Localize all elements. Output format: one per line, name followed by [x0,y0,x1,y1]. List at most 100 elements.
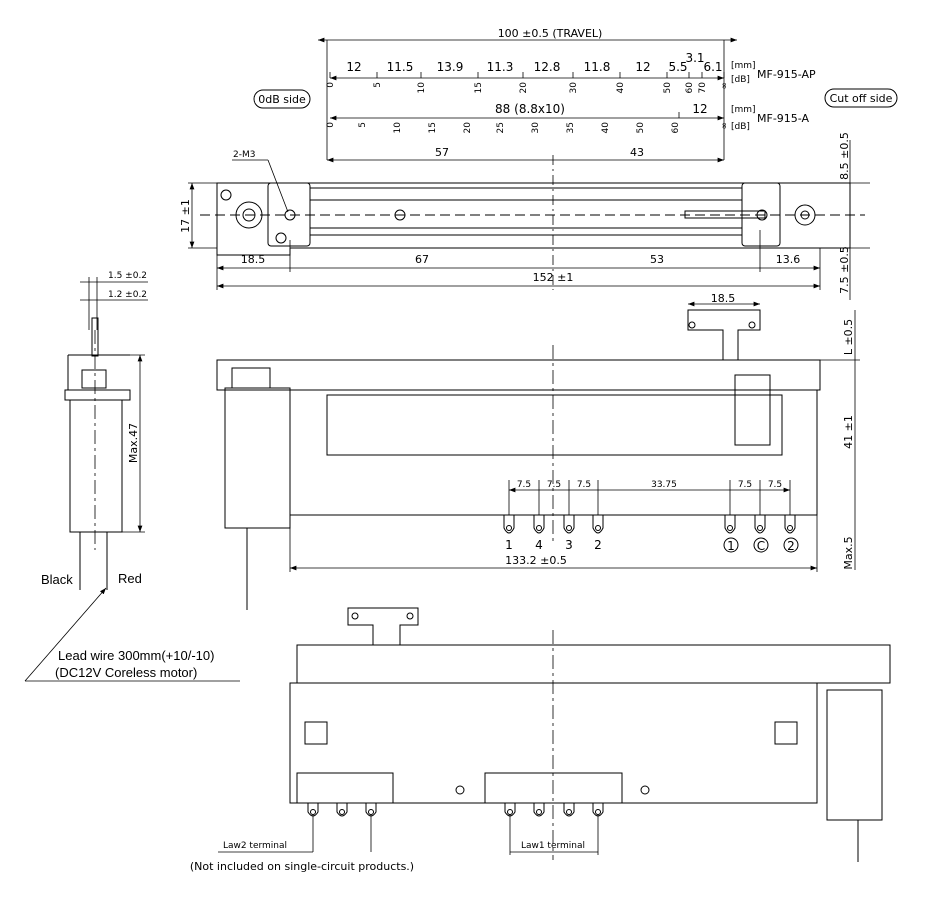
motor-label: (DC12V Coreless motor) [55,665,197,680]
max-47: Max.47 [127,423,140,463]
a-db-tick: 25 [496,122,506,133]
black-wire-label: Black [41,572,73,587]
ap-db-tick: 15 [474,82,484,93]
terminal-pin [563,515,575,534]
a-db-tick: 35 [566,122,576,133]
a-db-tick: 30 [531,122,541,134]
terminal-label: 2 [594,538,602,552]
pitch: 33.75 [651,480,677,490]
ap-db-tick: 40 [616,82,626,94]
terminal-label: 4 [535,538,543,552]
svg-text:0dB side: 0dB side [258,93,306,106]
circled-terminal: 1 [727,539,735,553]
height-41: 41 ±1 [842,415,855,449]
right-bottom-dim: 7.5 ±0.5 [838,246,851,294]
dim-53: 53 [650,253,664,266]
bottom-terminal-hole [507,809,513,815]
travel-label: 100 ±0.5 (TRAVEL) [498,27,603,40]
ap-db-tick: 5 [373,82,383,88]
ap-mm: 12 [635,60,650,74]
red-wire-label: Red [118,571,142,586]
a-mm: 88 (8.8x10) [495,102,565,116]
bottom-terminal-hole [536,809,542,815]
bottom-terminal-pin [336,803,348,817]
terminal-hole [506,525,512,531]
circled-terminal: C [757,539,765,553]
ap-mm: 13.9 [437,60,464,74]
ap-db-tick: 30 [569,82,579,94]
ap-mm: 3.1 [685,51,704,65]
dim-1-5: 1.5 ±0.2 [108,271,147,281]
side-view-motor: 1.5 ±0.2 1.2 ±0.2 Max.47 Black Red Lead … [24,271,240,682]
a-db-unit: [dB] [731,122,750,132]
ap-db-unit: [dB] [731,75,750,85]
terminal-hole [595,525,601,531]
lead-wire-label: Lead wire 300mm(+10/-10) [58,648,214,663]
ap-db-tick: 0 [326,82,336,88]
ap-mm: 12.8 [534,60,561,74]
terminal-label: 1 [505,538,513,552]
bottom-terminal-hole [566,809,572,815]
dim-1-2: 1.2 ±0.2 [108,290,147,300]
ap-db-tick: ∞ [720,82,730,90]
a-db-tick: 5 [358,122,368,128]
terminal-hole [757,525,763,531]
terminal-hole [787,525,793,531]
screw-label: 2-M3 [233,150,255,160]
front-view: 18.5 L ±0.5 41 ±1 Max.5 7.5 7.5 7.5 33.7… [216,292,860,610]
a-mm: 12 [692,102,707,116]
terminal-pin [592,515,604,534]
a-mm-unit: [mm] [731,105,756,115]
ap-mm: 11.3 [487,60,514,74]
a-db-tick: 50 [636,122,646,134]
max-5: Max.5 [842,536,855,569]
bracket-dim: 18.5 [711,292,736,305]
bottom-terminal-hole [368,809,374,815]
a-db-tick: ∞ [720,122,730,130]
right-top-dim: 8.5 ±0.5 [838,132,851,180]
svg-text:Cut off side: Cut off side [830,92,893,105]
bottom-terminal-hole [339,809,345,815]
pitch: 7.5 [738,480,752,490]
ap-db-tick: 60 [685,82,695,94]
ap-mm: 12 [346,60,361,74]
length-133: 133.2 ±0.5 [505,554,567,567]
a-db-tick: 20 [463,122,473,134]
a-model: MF-915-A [757,112,810,125]
bottom-terminal-pin [563,803,575,817]
terminal-hole [566,525,572,531]
terminal-pin [533,515,545,534]
pitch: 7.5 [517,480,531,490]
bottom-view: Law2 terminal Law1 terminal (Not include… [190,607,891,873]
zero-db-side-label: 0dB side [253,89,311,109]
bottom-terminal-pin [533,803,545,817]
a-db-tick: 15 [428,122,438,133]
ap-mm-unit: [mm] [731,61,756,71]
single-circuit-note: (Not included on single-circuit products… [190,860,414,873]
ap-mm: 6.1 [703,60,722,74]
terminal-pin [754,515,766,534]
circled-terminal: 2 [787,539,795,553]
travel-dimension: 100 ±0.5 (TRAVEL) [318,27,737,160]
total-length: 152 ±1 [533,271,574,284]
a-db-tick: 40 [601,122,611,134]
terminal-label: 3 [565,538,573,552]
ap-model: MF-915-AP [757,68,816,81]
terminal-pin [503,515,515,534]
height-dim: 17 ±1 [179,199,192,233]
law2-terminal: Law2 terminal [223,841,287,851]
a-db-tick: 60 [671,122,681,134]
l-tolerance: L ±0.5 [842,319,855,355]
terminal-hole [536,525,542,531]
dim-43: 43 [630,146,644,159]
terminal-pin [724,515,736,534]
law1-terminal: Law1 terminal [521,841,585,851]
cut-off-side-label: Cut off side [824,88,898,108]
pitch: 7.5 [768,480,782,490]
pitch: 7.5 [577,480,591,490]
terminal-pin [784,515,796,534]
ap-db-tick: 20 [519,82,529,94]
dim-57: 57 [435,146,449,159]
bottom-terminal-hole [310,809,316,815]
